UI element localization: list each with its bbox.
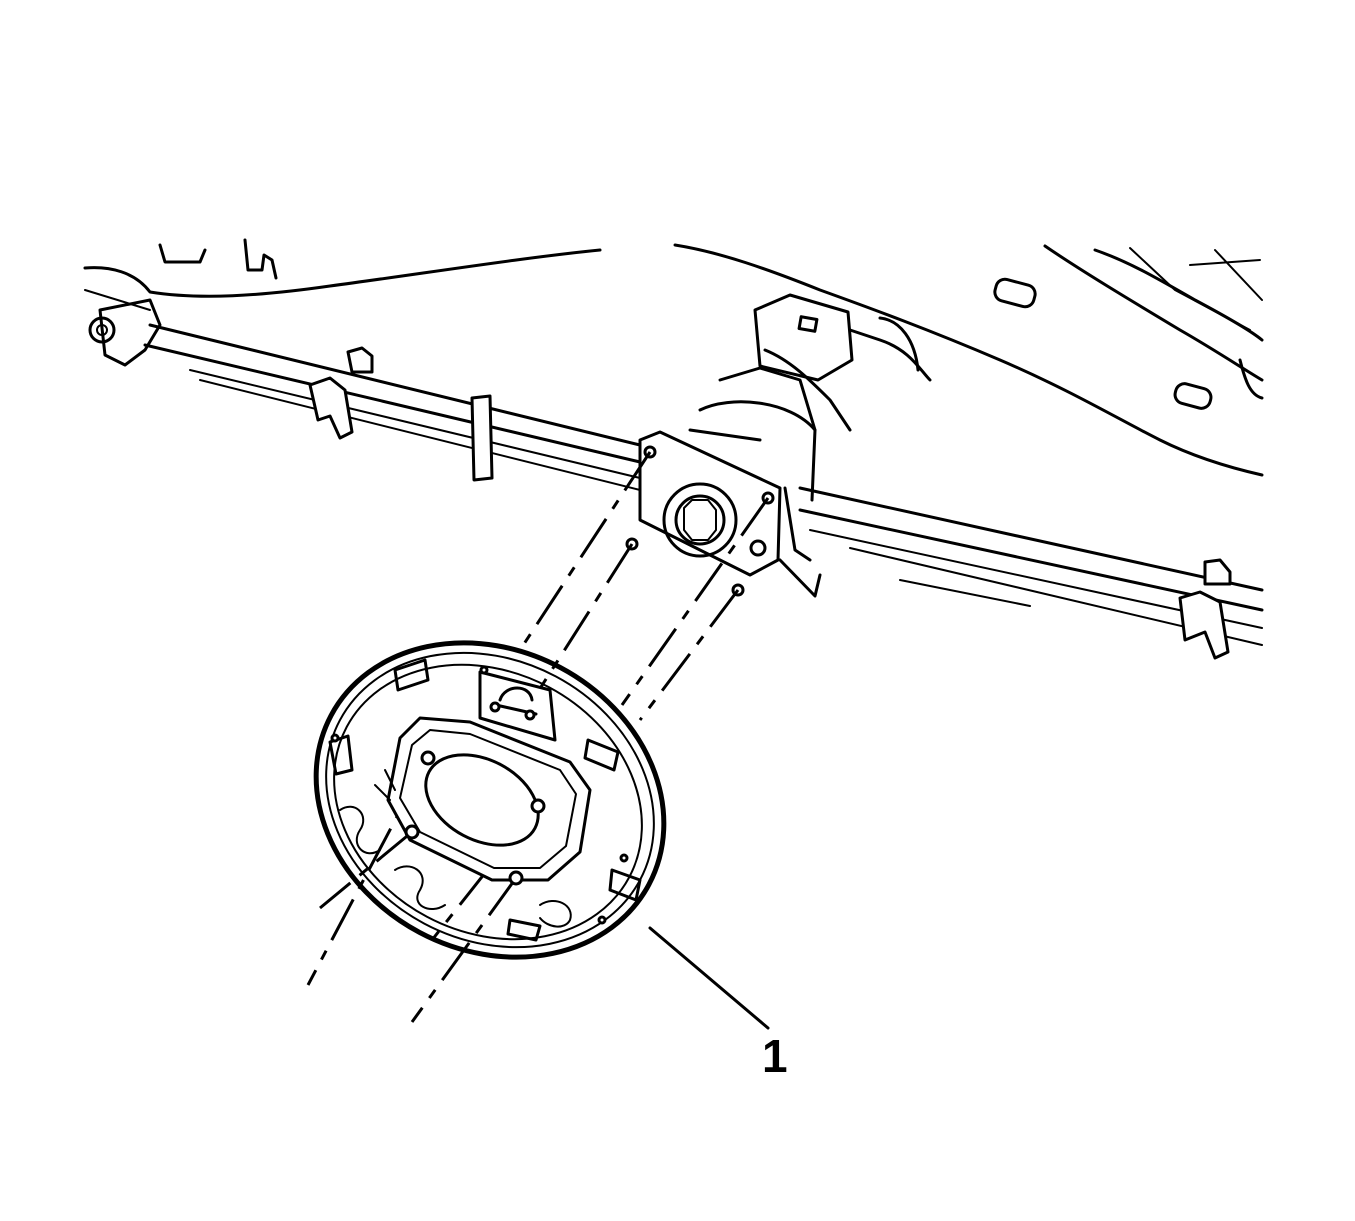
underbody-frame [83,238,1264,477]
callout-1-number: 1 [762,1030,788,1082]
callout-1: 1 [648,926,788,1082]
callout-1-leader-line [648,926,770,1030]
leaf-spring-right [798,486,1264,660]
brake-backing-plate [313,640,667,960]
leaf-spring-left [88,298,642,491]
axle-housing [625,293,932,598]
